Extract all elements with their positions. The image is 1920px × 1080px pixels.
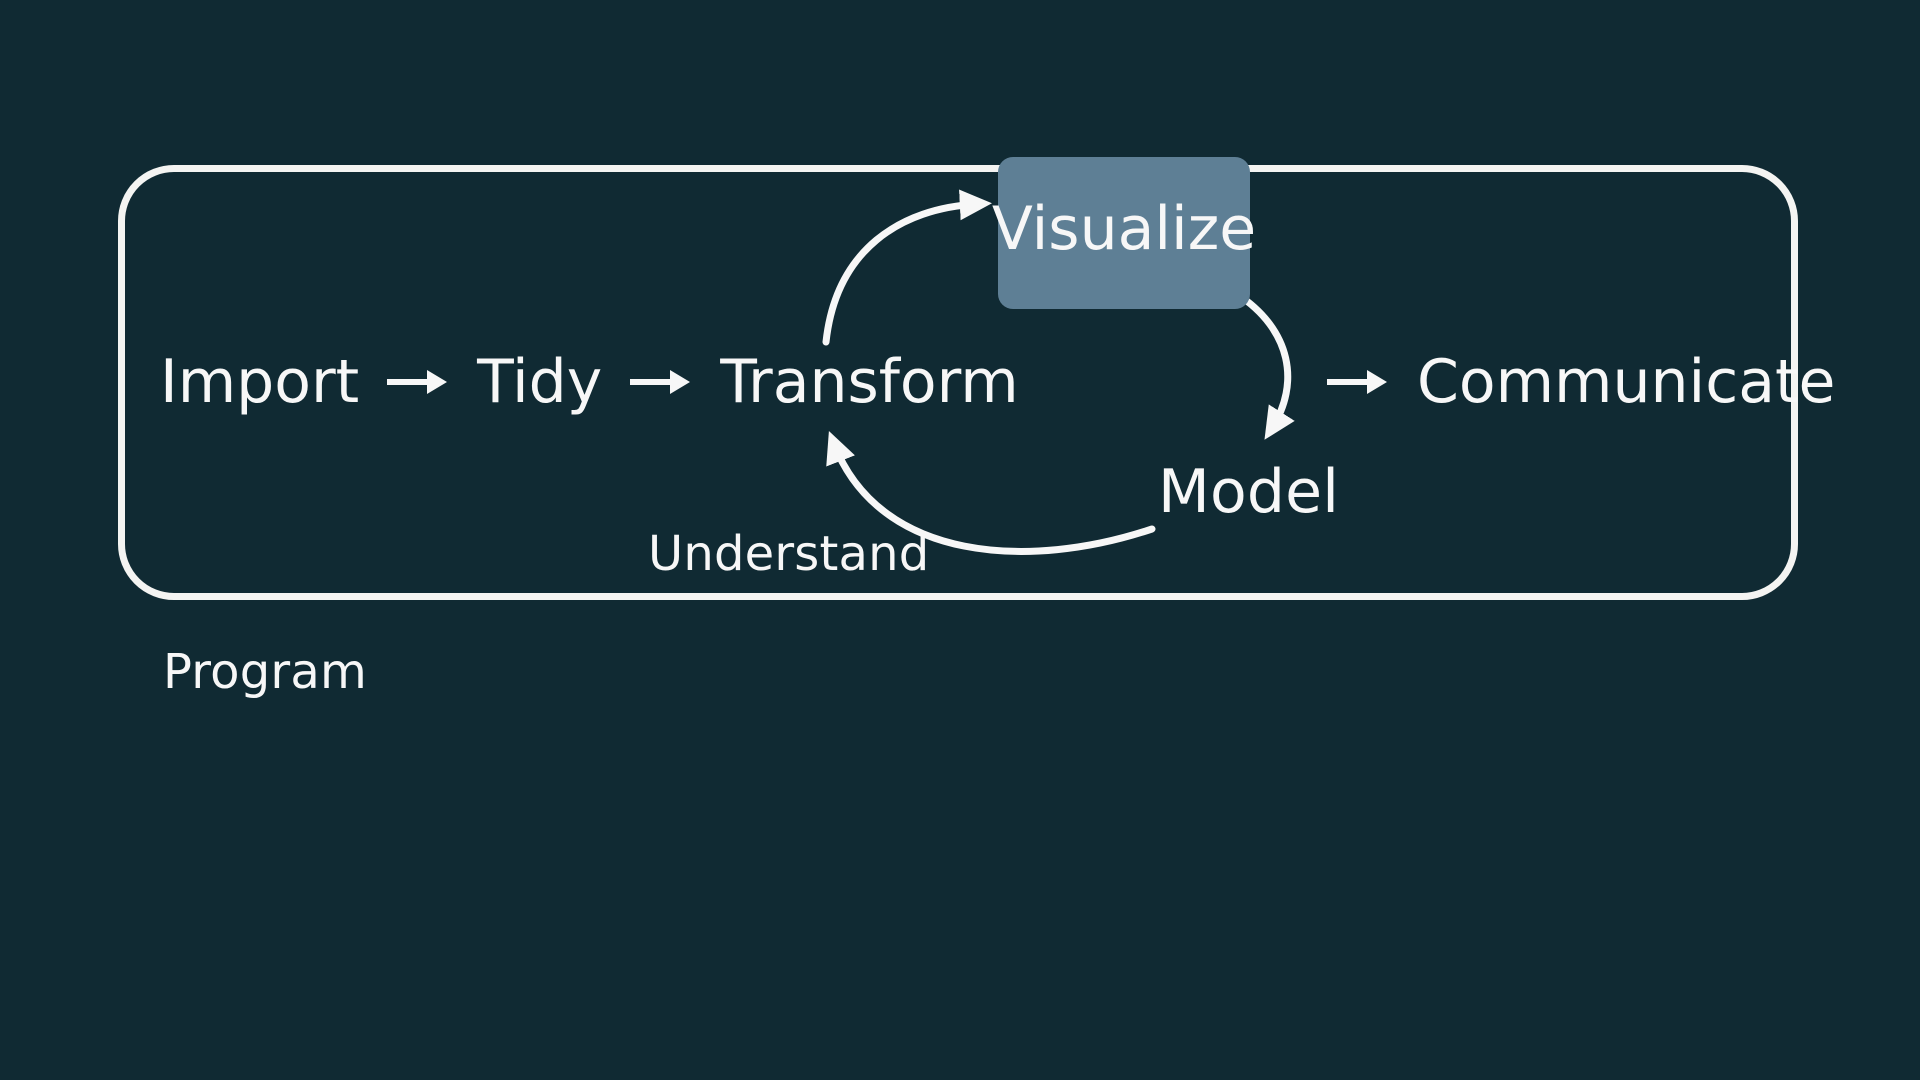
stage-transform[interactable]: Transform — [720, 347, 1019, 417]
output-group: Communicate — [1325, 352, 1835, 412]
stage-visualize-label: Visualize — [991, 194, 1257, 264]
stage-model[interactable]: Model — [1158, 457, 1340, 527]
stage-tidy[interactable]: Tidy — [477, 347, 603, 417]
stage-communicate[interactable]: Communicate — [1417, 347, 1836, 417]
program-container — [118, 165, 1798, 600]
program-caption: Program — [163, 644, 367, 700]
pipeline-row: Import Tidy Transform — [160, 352, 1019, 412]
arrow-right-icon — [1325, 352, 1391, 412]
arrow-right-icon — [628, 352, 694, 412]
stage-import[interactable]: Import — [160, 347, 360, 417]
arrow-right-icon — [385, 352, 451, 412]
stage-visualize-highlight[interactable]: Visualize — [992, 157, 1256, 309]
cycle-label-understand: Understand — [648, 526, 930, 582]
